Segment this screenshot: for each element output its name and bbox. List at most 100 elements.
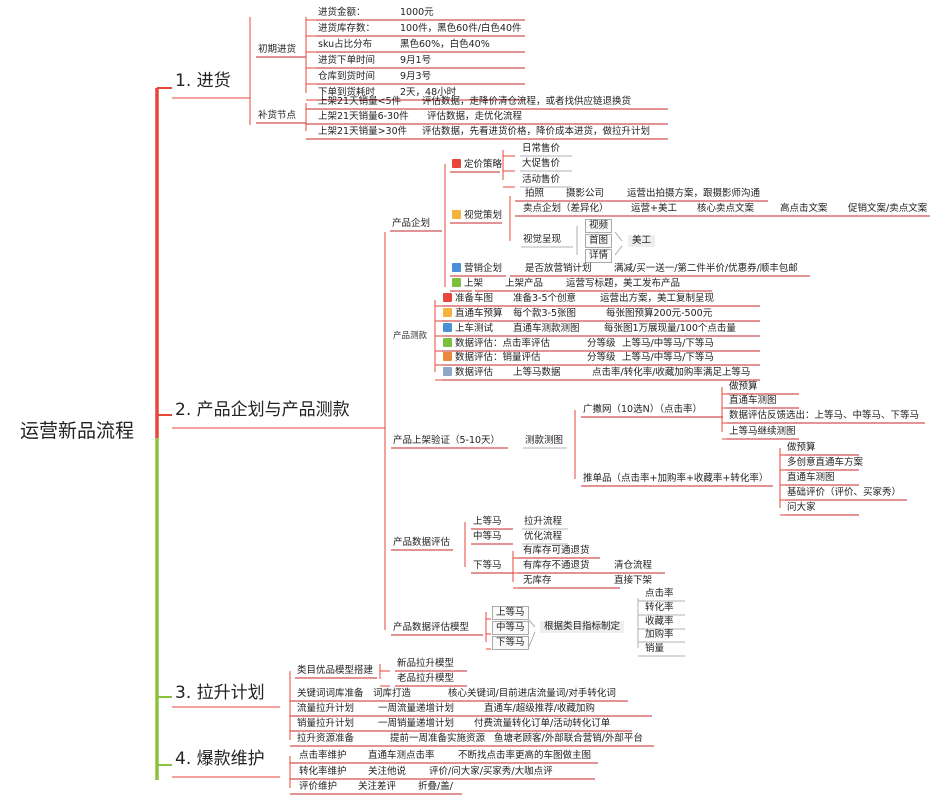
shoot-item-text: 摄影公司 (566, 188, 605, 199)
model-metric-text: 点击率 (645, 588, 674, 599)
marketing-item: 是否放营销计划 (525, 263, 592, 275)
marketing-item: 满减/买一送一/第二件半价/优惠券/顺丰包邮 (614, 263, 798, 275)
model-item-text: 老品拉升模型 (397, 673, 455, 684)
price-item: 活动售价 (522, 174, 560, 186)
eval-low-item: 有库存可通退货 (523, 545, 590, 557)
shoot-item: 拍照 (525, 188, 544, 200)
lift-plan-item-text: 流量拉升计划 (297, 703, 355, 714)
number-badge-icon (452, 210, 461, 219)
maintain-action-text: 不断找点击率更高的车图做主图 (458, 750, 592, 761)
number-badge-icon (443, 352, 452, 361)
data-eval-label: 产品数据评估 (393, 537, 450, 549)
product-planning-label-text: 产品企划 (392, 218, 431, 229)
maintain-item: 评价维护 (299, 781, 337, 793)
maintain-detail-text: 直通车测点击率 (368, 750, 435, 761)
section-4-title: 4. 爆款维护 (175, 748, 265, 770)
model-metric: 收藏率 (645, 616, 674, 628)
stock-item-value: 2天，48小时 (400, 87, 456, 99)
testing-detail-text: 分等级 (587, 352, 616, 363)
shoot-item: 运营出拍摄方案，跟摄影师沟通 (627, 188, 760, 200)
eval-top-text: 上等马 (473, 516, 502, 527)
testing-action: 每张图预算200元-500元 (606, 308, 712, 320)
testing-step-text: 数据评估：销量评估 (455, 352, 541, 363)
lift-plan-action-text: 直通车/超级推荐/收藏加购 (484, 703, 595, 714)
stock-item-label-text: 进货库存数： (318, 23, 376, 34)
restock-label-text: 补货节点 (258, 110, 297, 121)
visual-planning-label-text: 视觉策划 (464, 210, 503, 221)
maintain-detail-text: 关注他说 (368, 766, 407, 777)
model-level-text: 上等马 (496, 607, 525, 618)
number-badge-icon (452, 278, 461, 287)
testing-step-text: 直通车预算 (455, 308, 503, 319)
stock-item-label: 进货下单时间 (318, 55, 375, 67)
single-item-text: 问大家 (787, 502, 816, 513)
testing-action-text: 每张图预算200元-500元 (606, 308, 713, 319)
launch-verify-label: 产品上架验证（5-10天） (393, 435, 500, 447)
number-badge-icon (452, 263, 461, 272)
selling-item: 高点击文案 (780, 203, 828, 215)
testing-action-text: 每张图1万展现量/100个点击量 (604, 323, 736, 334)
test-method-label-text: 测款测图 (525, 435, 564, 446)
root-title: 运营新品流程 (20, 419, 134, 443)
stock-item-label: 仓库到货时间 (318, 71, 375, 83)
model-metric-text: 收藏率 (645, 616, 674, 627)
lift-plan-item: 关键词词库准备 (297, 688, 364, 700)
lift-plan-item-text: 销量拉升计划 (297, 718, 355, 729)
maintain-action: 评价/问大家/买家秀/大咖点评 (429, 766, 553, 778)
eval-low-action: 清仓流程 (614, 560, 652, 572)
testing-detail: 分等级 (587, 352, 616, 364)
pricing-strategy-label: 定价策略 (452, 159, 502, 171)
selling-item: 核心卖点文案 (697, 203, 754, 215)
maintain-detail: 直通车测点击率 (368, 750, 435, 762)
stock-item-label: sku占比分布 (318, 39, 372, 51)
marketing-label-text: 营销企划 (464, 263, 503, 274)
number-badge-icon (443, 367, 452, 376)
eval-top-action-text: 拉升流程 (524, 516, 563, 527)
wide-net-item: 直通车测图 (729, 395, 777, 407)
model-level-text: 中等马 (496, 622, 525, 633)
single-item-text: 直通车测图 (787, 472, 835, 483)
maintain-item-text: 转化率维护 (299, 766, 347, 777)
product-planning-label: 产品企划 (392, 218, 430, 230)
connector-line (614, 245, 623, 256)
wide-net-item: 做预算 (729, 381, 758, 393)
eval-low-item: 有库存不通退货 (523, 560, 590, 572)
selling-item-text: 促销文案/卖点文案 (848, 203, 928, 214)
wide-net-item-text: 做预算 (729, 381, 758, 392)
product-testing-label: 产品测款 (393, 330, 427, 342)
restock-item-value-text: 评估数据，走降价清仓流程，或者找供应链退换货 (422, 96, 632, 107)
launch-item-text: 运营写标题，美工发布产品 (566, 278, 681, 289)
price-item-text: 大促售价 (522, 158, 561, 169)
eval-low-item-text: 无库存 (523, 575, 552, 586)
testing-step-text: 数据评估 (455, 367, 494, 378)
eval-mid-action: 优化流程 (524, 531, 562, 543)
section-2-title: 2. 产品企划与产品测款 (175, 399, 350, 421)
stock-item-value-text: 1000元 (400, 7, 434, 18)
stock-item-label-text: 进货金额： (318, 7, 366, 18)
lift-plan-detail-text: 一周销量递增计划 (378, 718, 455, 729)
single-item: 做预算 (787, 442, 816, 454)
testing-action-text: 运营出方案，美工复制呈现 (600, 293, 715, 304)
eval-low-action-text: 清仓流程 (614, 560, 653, 571)
stock-item-value: 9月3号 (400, 71, 431, 83)
wide-net-item: 数据评估反馈选出：上等马、中等马、下等马 (729, 410, 919, 422)
designer-label: 美工 (628, 235, 656, 247)
testing-detail: 直通车测款测图 (513, 323, 580, 335)
testing-action-text: 上等马/中等马/下等马 (622, 338, 714, 349)
wide-net-item-text: 数据评估反馈选出：上等马、中等马、下等马 (729, 410, 920, 421)
model-item: 老品拉升模型 (397, 673, 454, 685)
present-item: 详情 (585, 249, 613, 263)
section-1-title: 1. 进货 (175, 70, 231, 92)
stock-item-label: 下单到货耗时 (318, 87, 375, 99)
restock-item-value: 评估数据，走降价清仓流程，或者找供应链退换货 (422, 96, 631, 108)
lift-plan-detail-text: 词库打造 (373, 688, 412, 699)
restock-item-label-text: 上架21天销量6-30件 (318, 111, 409, 122)
lift-plan-detail-text: 提前一周准备实施资源 (390, 733, 486, 744)
launch-item: 运营写标题，美工发布产品 (566, 278, 680, 290)
testing-detail-text: 上等马数据 (513, 367, 561, 378)
lift-plan-detail: 一周流量递增计划 (378, 703, 454, 715)
stock-item-value-text: 黑色60%，白色40% (400, 39, 490, 50)
restock-item-label: 上架21天销量6-30件 (318, 111, 409, 123)
testing-detail: 上等马数据 (513, 367, 561, 379)
